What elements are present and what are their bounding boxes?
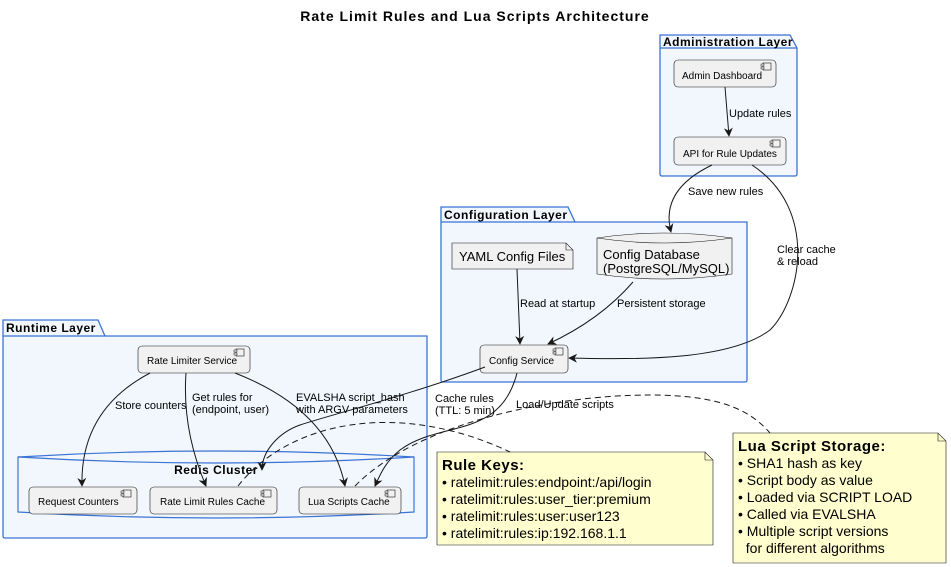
rule-key-item: • ratelimit:rules:endpoint:/api/login	[442, 474, 652, 490]
rate-limiter-service-label: Rate Limiter Service	[147, 356, 237, 367]
component-icon	[235, 348, 245, 357]
yaml-config-files[interactable]: YAML Config Files	[451, 242, 574, 270]
edge-store-counters	[77, 372, 151, 487]
component-icon	[386, 489, 396, 498]
edge-label-persistent-storage: Persistent storage	[617, 298, 706, 310]
edges	[77, 86, 799, 487]
request-counters-label: Request Counters	[38, 497, 119, 508]
config-service-label: Config Service	[489, 356, 554, 367]
lua-storage-item: • Loaded via SCRIPT LOAD	[738, 489, 912, 505]
rule-keys-title: Rule Keys:	[442, 457, 525, 474]
component-icon	[554, 347, 564, 356]
component-icon	[262, 489, 272, 498]
edge-label-get-rules: Get rules for	[192, 392, 253, 404]
rule-key-item: • ratelimit:rules:user:user123	[442, 508, 620, 524]
config-database[interactable]: Config Database (PostgreSQL/MySQL)	[596, 232, 733, 280]
lua-script-storage-note: Lua Script Storage: • SHA1 hash as key •…	[732, 432, 947, 564]
edge-cache-rules	[257, 366, 486, 471]
request-counters-component[interactable]: Request Counters	[28, 486, 138, 515]
edge-persistent-storage	[547, 281, 634, 345]
lua-storage-item: • SHA1 hash as key	[738, 455, 862, 471]
rule-keys-note: Rule Keys: • ratelimit:rules:endpoint:/a…	[436, 451, 714, 546]
runtime-layer-label: Runtime Layer	[6, 321, 96, 335]
lua-scripts-cache-component[interactable]: Lua Scripts Cache	[298, 486, 402, 515]
edge-evalsha	[234, 372, 348, 487]
edge-label-get-rules: (endpoint, user)	[192, 404, 269, 416]
api-rule-updates-component[interactable]: API for Rule Updates	[673, 136, 787, 166]
edge-label-cache-rules: (TTL: 5 min)	[435, 405, 495, 417]
lua-storage-title: Lua Script Storage:	[738, 438, 886, 455]
rate-limit-rules-cache-component[interactable]: Rate Limit Rules Cache	[149, 486, 278, 515]
edge-label-evalsha: with ARGV parameters	[295, 404, 408, 416]
edge-label-save-new-rules: Save new rules	[688, 186, 764, 198]
diagram-title: Rate Limit Rules and Lua Scripts Archite…	[300, 8, 649, 24]
redis-cluster-label: Redis Cluster	[174, 463, 258, 477]
edge-label-evalsha: EVALSHA script_hash	[296, 392, 405, 404]
edge-update-rules	[723, 86, 733, 137]
lua-storage-item: • Multiple script versions	[738, 523, 888, 539]
lua-storage-item: • Script body as value	[738, 472, 873, 488]
edge-load-update-scripts	[374, 372, 518, 487]
edge-save-new-rules	[664, 164, 713, 233]
edge-label-load-update-scripts: Load/Update scripts	[516, 399, 614, 411]
rate-limit-rules-cache-label: Rate Limit Rules Cache	[160, 497, 265, 508]
config-service-component[interactable]: Config Service	[479, 344, 569, 374]
config-database-label-line2: (PostgreSQL/MySQL)	[603, 261, 729, 276]
note-link-lua-storage	[354, 394, 771, 487]
admin-dashboard-label: Admin Dashboard	[682, 71, 762, 82]
administration-layer-label: Administration Layer	[663, 35, 793, 49]
component-icon	[771, 139, 781, 148]
api-rule-updates-label: API for Rule Updates	[683, 149, 777, 160]
lua-storage-item: for different algorithms	[738, 540, 885, 556]
configuration-layer-label: Configuration Layer	[444, 208, 568, 222]
edge-label-cache-rules: Cache rules	[435, 393, 494, 405]
edge-labels: Update rules Save new rules Clear cache …	[115, 108, 836, 417]
admin-dashboard-component[interactable]: Admin Dashboard	[673, 59, 777, 88]
lua-storage-item: • Called via EVALSHA	[738, 506, 876, 522]
edge-label-update-rules: Update rules	[729, 108, 792, 120]
component-icon	[762, 62, 772, 71]
rate-limiter-service-component[interactable]: Rate Limiter Service	[137, 345, 251, 374]
rule-key-item: • ratelimit:rules:ip:192.168.1.1	[442, 525, 627, 541]
edge-label-clear-cache: & reload	[777, 256, 818, 268]
note-link-rule-keys	[237, 421, 511, 487]
edge-read-at-startup	[515, 268, 525, 345]
lua-scripts-cache-label: Lua Scripts Cache	[308, 497, 390, 508]
edge-label-read-at-startup: Read at startup	[520, 298, 595, 310]
rule-key-item: • ratelimit:rules:user_tier:premium	[442, 491, 651, 507]
edge-label-store-counters: Store counters	[115, 400, 187, 412]
edge-clear-cache	[568, 164, 799, 363]
yaml-config-files-label: YAML Config Files	[459, 249, 566, 264]
edge-label-clear-cache: Clear cache	[777, 244, 836, 256]
component-icon	[122, 489, 132, 498]
config-database-label-line1: Config Database	[603, 247, 700, 262]
edge-get-rules	[184, 372, 207, 487]
